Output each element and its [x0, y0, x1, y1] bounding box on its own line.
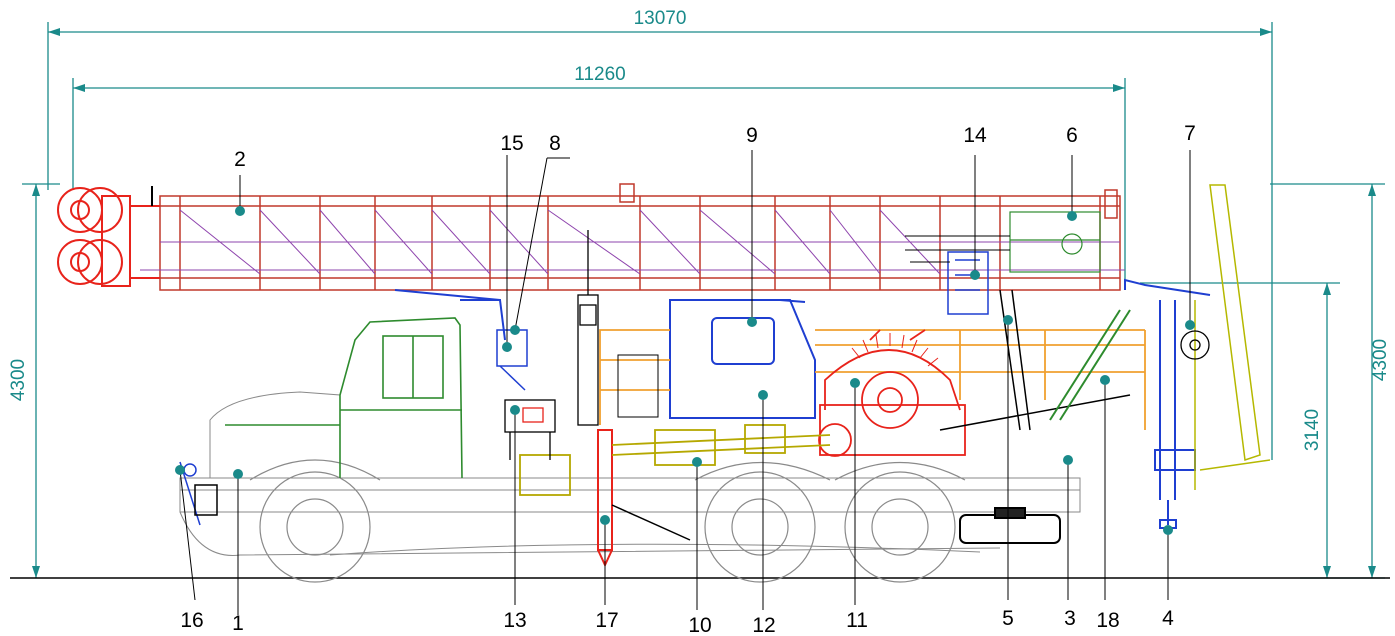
- raising-cylinder: [1049, 309, 1131, 421]
- callout-17: 17: [595, 609, 618, 632]
- rear-jack: [1159, 500, 1177, 529]
- callout-18: 18: [1096, 609, 1119, 632]
- callout-5: 5: [1002, 607, 1014, 630]
- winch-drum: [818, 329, 966, 457]
- wheels: [249, 459, 966, 583]
- callout-1: 1: [232, 612, 244, 635]
- rear-ballast: [959, 507, 1061, 544]
- cabin-door-panel: [617, 354, 659, 418]
- wind-equipment: [496, 329, 528, 391]
- truck-chassis: [179, 477, 1081, 556]
- callout-11: 11: [846, 609, 868, 632]
- engine-hood: [200, 391, 341, 491]
- callout-10: 10: [688, 614, 711, 636]
- drum-teeth: [851, 333, 939, 367]
- callout-6: 6: [1066, 124, 1078, 147]
- callout-12: 12: [752, 614, 775, 636]
- rear-sheave: [1180, 330, 1210, 360]
- dim-height-right: 4300: [1370, 339, 1391, 381]
- callout-8: 8: [549, 132, 561, 155]
- dim-overall-length: 13070: [634, 8, 687, 29]
- dim-hook-height: 3140: [1302, 409, 1323, 451]
- catwalk-ramp: [1194, 184, 1271, 490]
- cardan-shaft: [611, 504, 691, 541]
- exhaust-column: [577, 230, 599, 426]
- rear-wheel-1: [704, 471, 816, 583]
- callout-15: 15: [500, 132, 523, 155]
- callout-9: 9: [746, 124, 758, 147]
- callout-16: 16: [180, 609, 203, 632]
- callout-leaders: [179, 150, 1191, 615]
- crown-block: [57, 187, 160, 287]
- dim-mast-length: 11260: [574, 64, 625, 85]
- callout-2: 2: [234, 148, 246, 171]
- rear-tower: [1124, 278, 1211, 500]
- dimension-arrowheads: [32, 28, 1376, 578]
- mast-equipment: [1009, 211, 1101, 273]
- callout-7: 7: [1184, 122, 1196, 145]
- callout-4: 4: [1162, 607, 1174, 630]
- callout-3: 3: [1064, 607, 1076, 630]
- transmission-driveline: [519, 424, 831, 496]
- rear-wheel-2: [844, 471, 956, 583]
- mast-piping: [905, 235, 1010, 263]
- hydraulic-block: [947, 251, 989, 315]
- mast-support-legs: [939, 289, 1131, 431]
- front-wheel: [259, 471, 371, 583]
- mast-truss-diagonals: [140, 209, 1125, 275]
- callout-14: 14: [963, 124, 987, 147]
- driver-cab: [225, 317, 463, 479]
- control-panel: [504, 399, 556, 460]
- operator-cabin: [394, 289, 816, 419]
- dim-height-left: 4300: [8, 359, 29, 401]
- callout-13: 13: [503, 609, 526, 632]
- callout-dots: [175, 206, 1195, 535]
